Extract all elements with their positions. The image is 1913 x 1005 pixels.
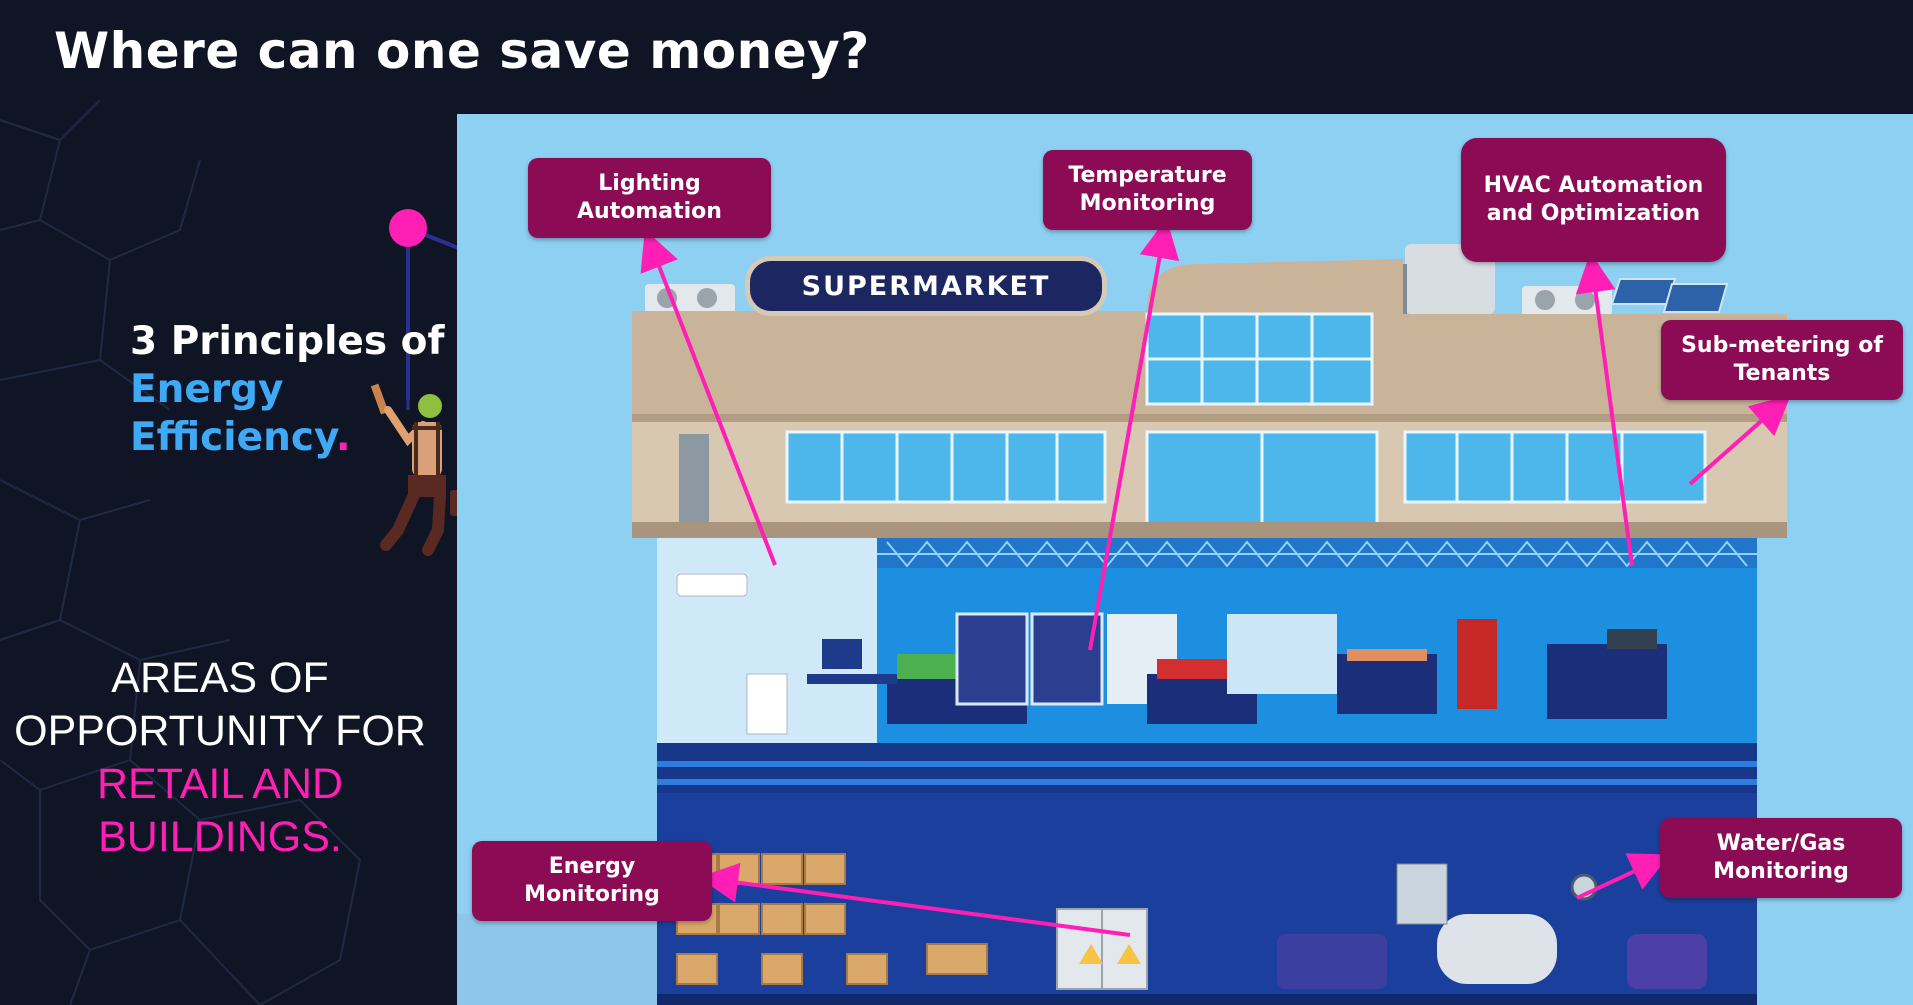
gas-tank (1437, 914, 1557, 984)
water-pump (1627, 934, 1707, 989)
upper-windows (1145, 312, 1374, 406)
supermarket-sign-text: SUPERMARKET (801, 270, 1051, 302)
callout-water-gas-line2: Monitoring (1713, 859, 1849, 884)
callout-energy-line1: Energy (548, 854, 636, 879)
callout-hvac-line1: HVAC Automation (1483, 173, 1704, 198)
areas-line4: BUILDINGS. (98, 813, 342, 861)
callout-submetering-line1: Sub-metering of (1681, 333, 1883, 358)
callout-lighting-line2: Automation (577, 199, 722, 224)
principles-line3: Efficiency (130, 415, 336, 460)
principles-heading: 3 Principles of Energy Efficiency. (130, 318, 444, 462)
callout-sub-metering[interactable]: Sub-metering of Tenants (1661, 320, 1903, 400)
callout-energy-line2: Monitoring (524, 882, 660, 907)
callout-temperature-line2: Monitoring (1079, 191, 1216, 216)
generator (1277, 934, 1387, 989)
office-equipment (676, 573, 897, 735)
callout-hvac-automation[interactable]: HVAC Automation and Optimization (1461, 138, 1726, 262)
electrical-panel (1056, 908, 1148, 990)
supermarket-sign: SUPERMARKET (745, 256, 1107, 316)
principles-line2: Energy (130, 367, 284, 412)
slide-title: Where can one save money? (54, 22, 870, 80)
meter-box (1396, 863, 1448, 925)
principles-dot: . (335, 415, 351, 460)
callout-lighting-line1: Lighting (598, 171, 701, 196)
areas-of-opportunity: AREAS OF OPPORTUNITY FOR RETAIL AND BUIL… (0, 652, 440, 864)
callout-submetering-line2: Tenants (1733, 361, 1831, 386)
callout-hvac-line2: and Optimization (1486, 201, 1701, 226)
callout-water-gas-line1: Water/Gas (1716, 831, 1846, 856)
water-meter (1570, 873, 1598, 901)
areas-line3: RETAIL AND (96, 760, 344, 808)
second-floor-windows (785, 430, 1707, 529)
callout-temperature-line1: Temperature (1068, 163, 1227, 188)
areas-line2: OPPORTUNITY FOR (14, 707, 426, 755)
hexagon-pattern (0, 100, 362, 1005)
areas-line1: AREAS OF (111, 654, 329, 702)
principles-line1: 3 Principles of (130, 319, 445, 364)
window-washer-icon (370, 380, 470, 556)
